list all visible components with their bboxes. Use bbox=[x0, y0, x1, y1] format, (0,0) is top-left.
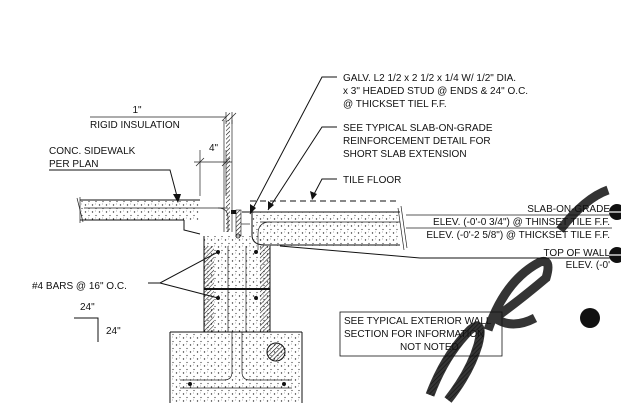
ext-wall-line-3: NOT NOTED bbox=[400, 342, 459, 353]
dim-24-side: 24" bbox=[106, 326, 121, 337]
elevation-marker-wall bbox=[609, 247, 621, 263]
stem-wall bbox=[203, 236, 271, 332]
sidewalk-label-line-1: CONC. SIDEWALK bbox=[49, 146, 136, 157]
ext-wall-line-1: SEE TYPICAL EXTERIOR WALL bbox=[344, 316, 492, 327]
sog-title: SLAB-ON-GRADE bbox=[527, 204, 610, 215]
interior-slab bbox=[242, 200, 408, 251]
sog-elev-thinset: ELEV. (-0'-0 3/4") @ THINSET TILE F.F. bbox=[433, 217, 610, 228]
rigid-insulation-strip bbox=[223, 120, 233, 232]
slab-note-line-1: SEE TYPICAL SLAB-ON-GRADE bbox=[343, 123, 493, 134]
diagonal-watermark bbox=[425, 185, 610, 403]
galv-angle bbox=[231, 209, 250, 239]
sidewalk-label-line-2: PER PLAN bbox=[49, 159, 98, 170]
dim-24-top: 24" bbox=[80, 302, 95, 313]
top-of-wall-elev: ELEV. (-0' bbox=[566, 260, 610, 271]
elevation-marker-slab bbox=[609, 204, 621, 220]
rigid-insulation-label: RIGID INSULATION bbox=[90, 120, 180, 131]
top-of-wall-title: TOP OF WALL bbox=[544, 248, 611, 259]
dim-4-label: 4" bbox=[209, 143, 219, 154]
slab-note-line-3: SHORT SLAB EXTENSION bbox=[343, 149, 467, 160]
galv-note-line-1: GALV. L2 1/2 x 2 1/2 x 1/4 W/ 1/2" DIA. bbox=[343, 73, 516, 84]
bars-label: #4 BARS @ 16" O.C. bbox=[32, 281, 127, 292]
sidewalk-slab bbox=[76, 197, 229, 235]
slab-note-line-2: REINFORCEMENT DETAIL FOR bbox=[343, 136, 491, 147]
ext-wall-line-2: SECTION FOR INFORMATION bbox=[344, 329, 484, 340]
rigid-insulation-dim: 1" bbox=[132, 105, 142, 116]
tile-floor-label: TILE FLOOR bbox=[343, 175, 401, 186]
footing bbox=[169, 331, 303, 403]
galv-note-line-2: x 3" HEADED STUD @ ENDS & 24" O.C. bbox=[343, 86, 528, 97]
sog-elev-thickset: ELEV. (-0'-2 5/8") @ THICKSET TILE F.F. bbox=[426, 230, 610, 241]
galv-note-line-3: @ THICKSET TIEL F.F. bbox=[343, 99, 447, 110]
